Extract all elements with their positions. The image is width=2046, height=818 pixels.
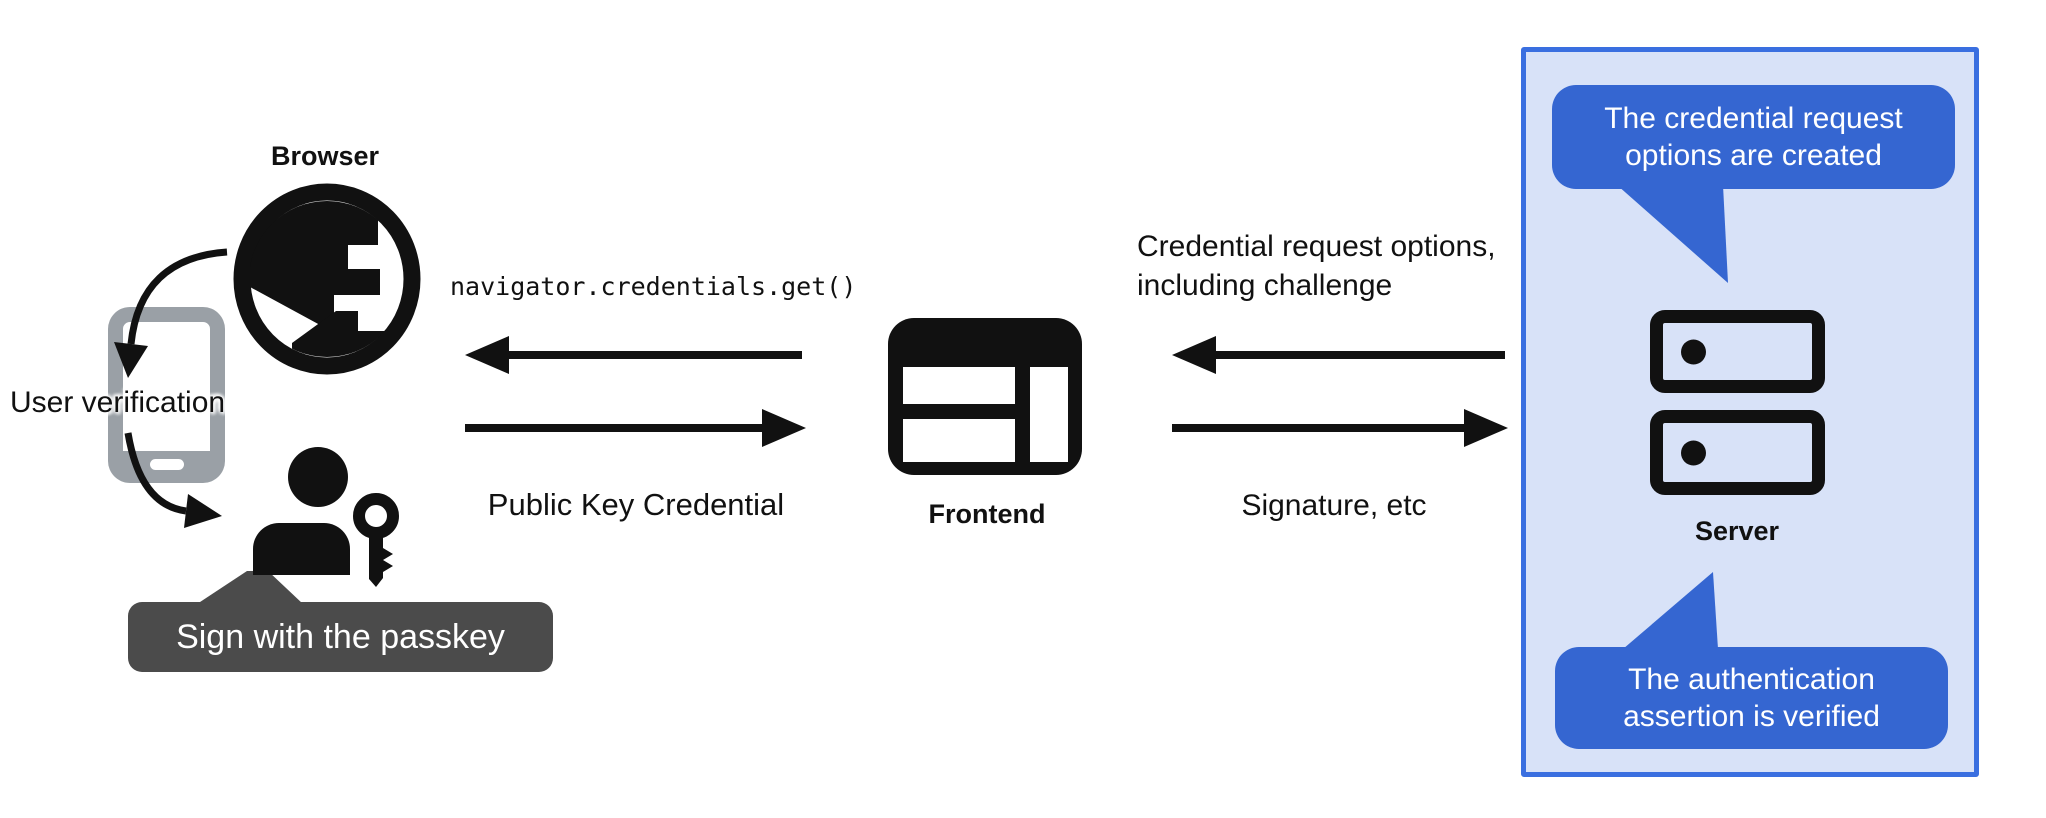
signature-label: Signature, etc xyxy=(1241,489,1427,522)
server-label: Server xyxy=(1694,516,1780,546)
sign-tooltip-text: Sign with the passkey xyxy=(176,617,505,656)
key-icon xyxy=(353,493,399,587)
sign-with-passkey-tooltip: Sign with the passkey xyxy=(128,602,553,672)
server-callout-bottom-line1: The authentication xyxy=(1628,663,1875,696)
user-verification-label: User verification xyxy=(10,386,226,419)
sign-tooltip-pointer xyxy=(197,571,303,604)
server-callout-bottom: The authentication assertion is verified xyxy=(1555,647,1948,749)
server-unit xyxy=(1650,410,1825,495)
arrow-signature-shaft xyxy=(1172,424,1464,432)
server-callout-top: The credential request options are creat… xyxy=(1552,85,1955,189)
arrow-signature-head xyxy=(1464,409,1508,447)
browser-window-icon xyxy=(888,318,1082,475)
browser-label: Browser xyxy=(270,141,380,171)
frontend-label: Frontend xyxy=(928,499,1046,529)
server-icon xyxy=(1650,310,1825,393)
arrow-get-call-head xyxy=(465,336,509,374)
navigator-credentials-get-label: navigator.credentials.get() xyxy=(450,272,857,301)
server-led-dot xyxy=(1681,339,1706,364)
server-callout-bottom-line2: assertion is verified xyxy=(1623,700,1880,733)
server-led-dot xyxy=(1681,440,1706,465)
server-callout-top-line2: options are created xyxy=(1625,139,1882,172)
arrow-credential-options-head xyxy=(1172,336,1216,374)
person-icon xyxy=(288,447,348,507)
credential-request-options-label: Credential request options, including ch… xyxy=(1137,227,1496,305)
arrow-get-call-shaft xyxy=(505,351,802,359)
person-body xyxy=(253,523,350,575)
phone-home-button xyxy=(150,459,184,470)
frontend-icon-pane xyxy=(903,419,1015,462)
globe-icon xyxy=(233,183,421,375)
curved-arrow-phone-to-user-head xyxy=(184,494,222,528)
frontend-icon-pane xyxy=(1030,367,1068,462)
credential-request-options-line2: including challenge xyxy=(1137,269,1393,302)
frontend-icon-pane xyxy=(903,367,1015,404)
credential-request-options-line1: Credential request options, xyxy=(1137,230,1496,263)
arrow-credential-options-shaft xyxy=(1212,351,1505,359)
arrow-public-key-credential-head xyxy=(762,409,806,447)
arrow-public-key-credential-shaft xyxy=(465,424,762,432)
server-callout-top-line1: The credential request xyxy=(1604,102,1903,135)
public-key-credential-label: Public Key Credential xyxy=(487,487,785,522)
